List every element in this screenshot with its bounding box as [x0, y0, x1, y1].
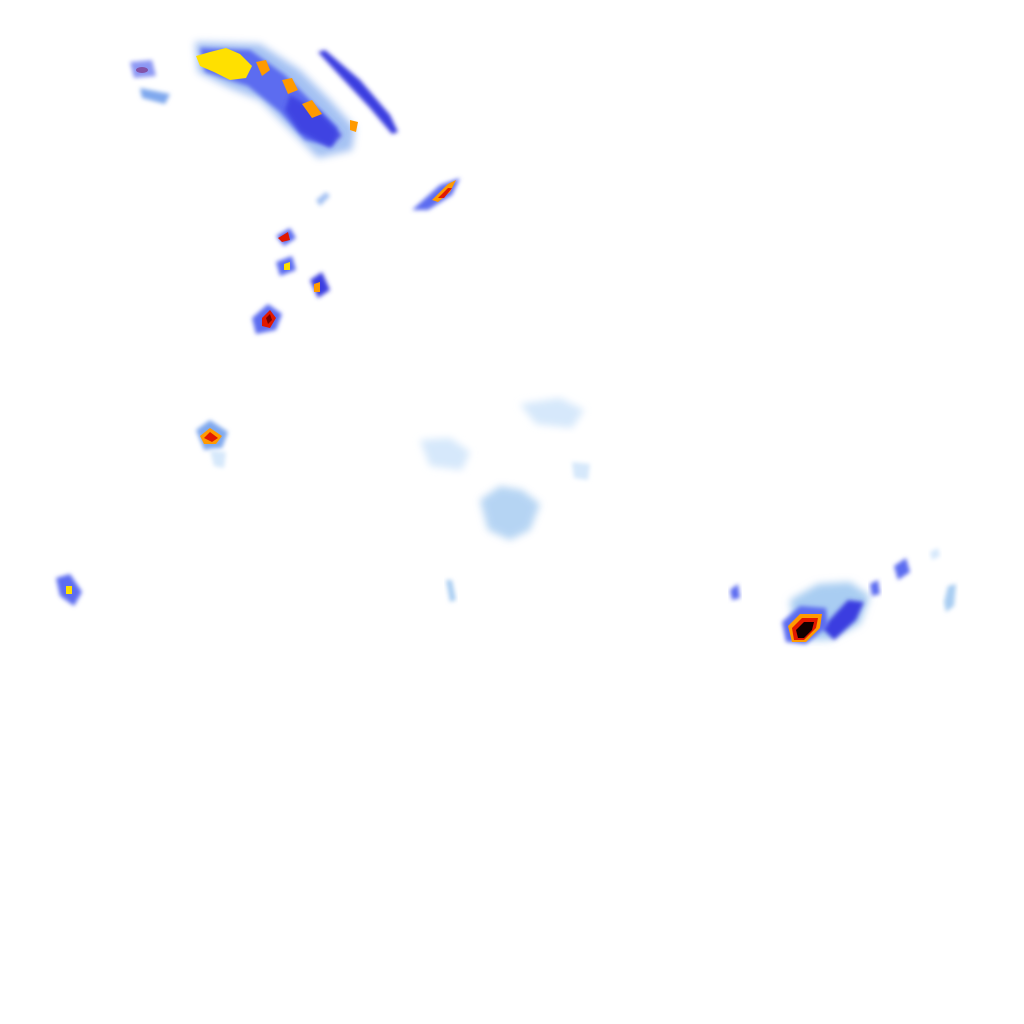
light-area-central-east	[572, 462, 590, 480]
cluster-cell-3-core	[314, 282, 320, 292]
east-wisp	[930, 548, 940, 560]
band-northwest-orange-3	[302, 100, 322, 118]
cell-far-west-core	[66, 586, 72, 594]
cluster-wisp	[316, 192, 330, 206]
streak-north-thin	[318, 50, 398, 134]
cell-far-west	[56, 574, 82, 606]
light-area-central	[420, 398, 590, 602]
band-northwest-fringe	[130, 60, 156, 78]
light-area-central-ne	[520, 398, 584, 428]
cell-southeast-core	[796, 622, 814, 638]
cell-southeast-strong	[782, 582, 870, 644]
band-northwest-yellow	[196, 48, 252, 80]
east-cell-3	[870, 580, 880, 596]
band-northwest-orange-2	[282, 78, 298, 94]
cell-small-north-central	[412, 178, 460, 210]
cell-southeast-band	[822, 600, 864, 640]
cell-west-tail	[210, 450, 226, 468]
cluster-cell-1-core	[278, 232, 290, 242]
cell-west	[196, 420, 228, 468]
cells-northwest-cluster	[252, 192, 330, 334]
band-northwest-orange-4	[350, 120, 358, 132]
east-cell-2	[730, 584, 740, 600]
light-area-central-main	[480, 486, 540, 540]
east-cell-1	[894, 558, 910, 580]
cell-small-north-central-red	[438, 188, 452, 198]
east-streak	[944, 584, 956, 612]
band-northwest-orange-1	[256, 60, 270, 76]
light-area-central-north	[420, 438, 470, 470]
cluster-cell-2-core	[284, 262, 290, 270]
cell-small-north-central-core	[432, 180, 456, 202]
band-northwest-core	[285, 95, 342, 148]
cell-west-core	[204, 432, 218, 442]
cluster-cell-4-hot	[266, 314, 272, 324]
band-northwest-west-streak	[140, 88, 170, 104]
light-area-central-south	[446, 580, 456, 602]
streak-north-thin-line	[318, 50, 398, 134]
cells-east-scattered	[730, 548, 956, 612]
band-northwest	[130, 42, 358, 158]
